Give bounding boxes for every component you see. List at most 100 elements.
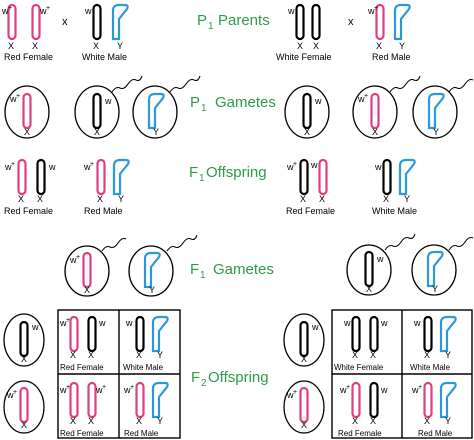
gamete-x-white — [299, 320, 309, 358]
allele-w-plus-label: w — [83, 162, 91, 172]
p-subscript: 1 — [201, 103, 207, 114]
allele-plus-superscript: + — [16, 93, 20, 100]
allele-plus-superscript: + — [76, 254, 80, 261]
chromosome-y-label: Y — [445, 416, 451, 426]
chromosome-y-label: Y — [153, 127, 159, 137]
f2-left-cell-3 — [69, 381, 97, 419]
gamete-x-red — [19, 386, 29, 424]
allele-plus-superscript: + — [374, 5, 378, 12]
allele-w-plus-label: w — [286, 162, 294, 172]
parents-label: Parents — [218, 12, 270, 29]
chromosome-x-label: X — [84, 285, 90, 295]
allele-w-plus-label: w — [1, 6, 9, 16]
chromosome-x-label: X — [424, 350, 430, 360]
allele-w-plus-label: w — [411, 385, 419, 395]
chromosome-x-label: X — [370, 350, 376, 360]
allele-w-label: w — [314, 96, 322, 106]
chromosome-x-label: X — [366, 284, 372, 294]
f-subscript: 1 — [199, 173, 205, 184]
gamete-x-red — [22, 92, 32, 130]
chromosome-x-label: X — [94, 127, 100, 137]
chromosome-x-label: X — [304, 127, 310, 137]
chromosome-x-label: X — [70, 416, 76, 426]
chromosome-x-label: X — [297, 41, 303, 51]
caption-red-male: Red Male — [124, 429, 159, 438]
allele-w-label: w — [343, 318, 351, 328]
caption-white-female: White Female — [276, 52, 332, 62]
caption-red-female: Red Female — [286, 206, 335, 216]
chromosome-x-label: X — [8, 41, 14, 51]
gamete-x-white — [19, 320, 29, 358]
allele-plus-superscript: + — [66, 384, 70, 391]
gametes-label: Gametes — [213, 261, 274, 278]
punnett-grid-right — [331, 309, 473, 439]
chromosome-x-label: X — [136, 416, 142, 426]
f2-right-cell-1 — [351, 315, 379, 353]
cross-symbol: x — [62, 16, 68, 28]
gamete-y — [426, 250, 444, 288]
caption-red-female: Red Female — [60, 429, 104, 438]
caption-red-male: Red Male — [84, 206, 123, 216]
allele-w-label: w — [84, 6, 92, 16]
caption-white-male: White Male — [372, 206, 417, 216]
caption-white-male: White Male — [82, 52, 127, 62]
p-subscript: 1 — [208, 21, 214, 32]
caption-red-male: Red Male — [372, 52, 411, 62]
f1-gametes-title: F 1 Gametes — [190, 261, 274, 281]
allele-w-plus-label: w — [123, 385, 131, 395]
caption-red-female: Red Female — [4, 52, 53, 62]
caption-white-male: White Male — [123, 363, 164, 372]
allele-w-plus-label: w — [367, 6, 375, 16]
caption-red-female: Red Female — [60, 363, 104, 372]
offspring-label: Offspring — [208, 369, 269, 386]
caption-white-male: White Male — [410, 363, 451, 372]
f1-offspring-title: F 1 Offspring — [189, 164, 267, 184]
allele-plus-superscript: + — [46, 5, 50, 12]
gamete-y — [143, 251, 161, 289]
allele-w-plus-label: w — [286, 390, 294, 400]
p1-gametes-title: P 1 Gametes — [190, 94, 276, 114]
chromosome-y-label: Y — [433, 127, 439, 137]
chromosome-x-label: X — [424, 416, 430, 426]
p1-white-female — [295, 3, 321, 41]
chromosome-x-label: X — [313, 41, 319, 51]
gamete-x-white — [92, 92, 102, 130]
sperm-tails — [101, 75, 474, 252]
allele-w-label: w — [380, 318, 388, 328]
chromosome-y-label: Y — [117, 41, 123, 51]
allele-w-plus-label: w — [95, 385, 103, 395]
allele-w-label: w — [380, 385, 388, 395]
chromosome-x-label: X — [301, 354, 307, 364]
allele-plus-superscript: + — [8, 5, 12, 12]
p1-parents-title: P 1 Parents — [197, 12, 270, 32]
f2-right-cell-3 — [351, 381, 379, 419]
chromosome-x-label: X — [93, 41, 99, 51]
allele-w-label: w — [125, 318, 133, 328]
chromosome-x-label: X — [88, 416, 94, 426]
allele-plus-superscript: + — [293, 161, 297, 168]
allele-plus-superscript: + — [102, 384, 106, 391]
allele-w-plus-label: w — [6, 390, 14, 400]
chromosome-x-label: X — [21, 420, 27, 430]
chromosome-x-label: X — [370, 416, 376, 426]
chromosome-x-label: X — [383, 194, 389, 204]
chromosome-x-label: X — [319, 194, 325, 204]
f-letter: F — [189, 164, 198, 181]
allele-w-label: w — [311, 322, 319, 332]
allele-w-plus-label: w — [4, 162, 12, 172]
chromosome-x-label: X — [352, 416, 358, 426]
chromosome-x-label: X — [97, 194, 103, 204]
allele-w-label: w — [48, 162, 56, 172]
f-letter: F — [190, 261, 199, 278]
gamete-y — [427, 92, 445, 130]
f1-red-female-left — [17, 158, 46, 196]
f1-white-male-right — [382, 158, 416, 196]
allele-plus-superscript: + — [90, 161, 94, 168]
allele-plus-superscript: + — [11, 161, 15, 168]
allele-w-label: w — [310, 160, 318, 170]
chromosome-x-label: X — [70, 350, 76, 360]
caption-red-female: Red Female — [4, 206, 53, 216]
f2-right-cell-2 — [423, 315, 457, 353]
